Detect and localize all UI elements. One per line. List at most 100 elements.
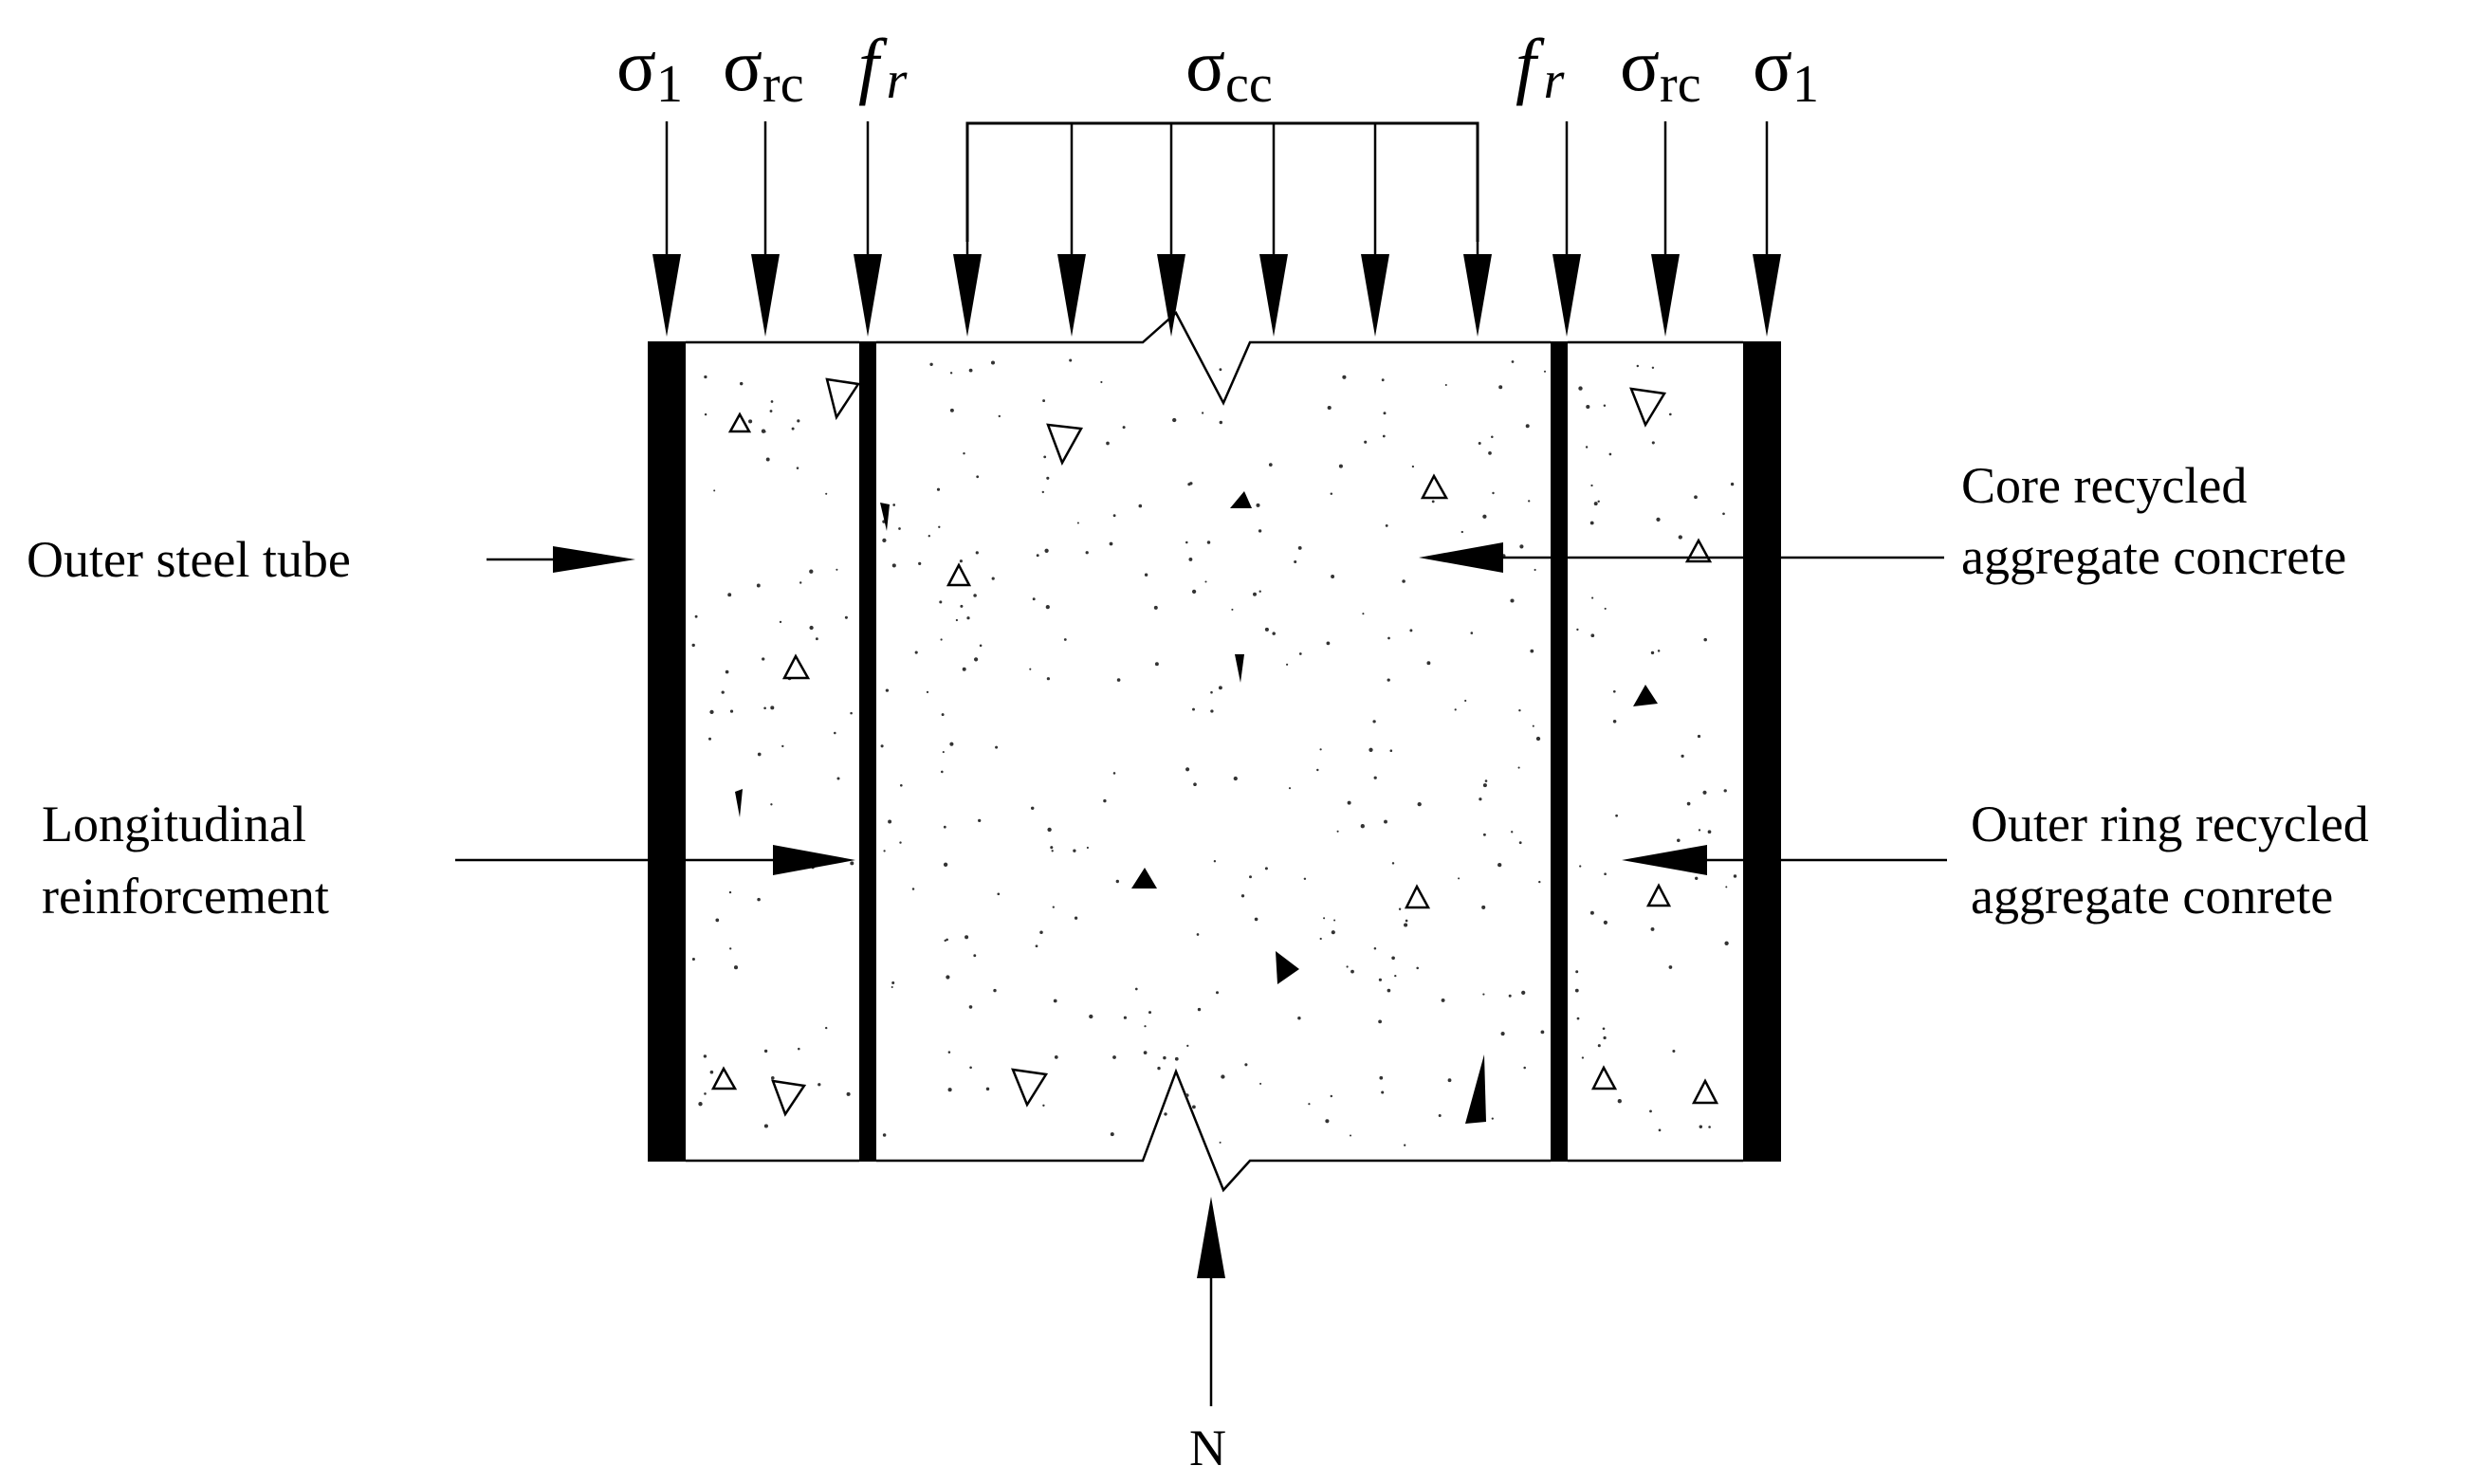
- speckle-dot: [1578, 386, 1583, 391]
- speckle-dot: [1216, 991, 1219, 995]
- speckle-dot: [1589, 521, 1594, 525]
- speckle-dot: [1649, 1109, 1652, 1113]
- speckle-dot: [1678, 535, 1682, 540]
- speckle-dot: [1699, 1125, 1703, 1129]
- speckle-dot: [1612, 720, 1617, 724]
- speckle-dot: [1482, 514, 1487, 519]
- aggregate-particle: [1629, 387, 1667, 428]
- speckle-dot: [1342, 375, 1347, 379]
- speckle-dot: [1264, 627, 1269, 632]
- speckle-dot: [1723, 789, 1727, 793]
- speckle-dot: [1405, 919, 1408, 923]
- speckle-dot: [969, 1066, 972, 1070]
- speckle-dot: [1615, 814, 1618, 817]
- callout-leaders: [455, 542, 1947, 875]
- speckle-dot: [947, 1088, 952, 1092]
- speckle-dot: [1535, 736, 1541, 742]
- speckle-dot: [1416, 966, 1419, 970]
- speckle-dot: [797, 419, 800, 423]
- speckle-dot: [1193, 782, 1197, 787]
- speckle-dot: [1347, 800, 1351, 805]
- speckle-dot: [1589, 910, 1594, 915]
- speckle-dot: [748, 419, 753, 424]
- aggregate-particle: [727, 412, 752, 433]
- speckle-dot: [993, 988, 997, 993]
- sigma-cc-label: σcc: [1185, 24, 1273, 114]
- speckle-dot: [1651, 366, 1655, 369]
- column-section: [648, 311, 1781, 1193]
- speckle-dot: [891, 980, 895, 985]
- speckle-dot: [1063, 638, 1067, 641]
- speckle-dot: [1192, 707, 1195, 711]
- speckle-dot: [791, 427, 795, 431]
- speckle-dot: [880, 744, 884, 748]
- speckle-dot: [1331, 930, 1335, 935]
- aggregate-particle: [771, 1079, 807, 1117]
- speckle-dot: [1089, 1014, 1093, 1019]
- speckle-dot: [1441, 998, 1445, 1002]
- aggregate-particle: [1404, 884, 1431, 909]
- speckle-dot: [976, 475, 980, 479]
- speckle-dot: [779, 620, 782, 624]
- speckle-dot: [1517, 766, 1520, 769]
- speckle-dot: [1402, 579, 1405, 583]
- longitudinal-reinforcement-label-line-2: reinforcement: [42, 868, 329, 925]
- speckle-dot: [959, 559, 963, 563]
- speckle-dot: [1603, 404, 1607, 408]
- speckle-dot: [1327, 405, 1332, 411]
- speckle-dot: [1602, 1027, 1606, 1031]
- speckle-dot: [941, 770, 944, 774]
- speckle-dot: [962, 667, 966, 671]
- speckle-dot: [817, 1083, 821, 1087]
- outer-ring-concrete-pointer-arrow: [1622, 845, 1707, 875]
- speckle-dot: [1586, 404, 1590, 410]
- speckle-dot: [770, 1075, 775, 1080]
- speckle-dot: [938, 525, 941, 528]
- speckle-dot: [844, 615, 848, 619]
- speckle-dot: [1460, 530, 1463, 534]
- speckle-dot: [1458, 877, 1460, 880]
- sigma-rc-left-label: σrc: [723, 24, 804, 114]
- stress-arrow-head: [1361, 254, 1389, 337]
- aggregate-particle: [781, 653, 811, 680]
- speckle-dot: [1656, 517, 1661, 522]
- speckle-dot: [1249, 875, 1252, 879]
- aggregate-particle: [735, 789, 743, 817]
- stress-arrow-head: [1259, 254, 1288, 337]
- speckle-dot: [899, 783, 903, 787]
- speckle-dot: [1585, 446, 1589, 449]
- speckle-dot: [1498, 385, 1503, 390]
- speckle-dot: [1530, 649, 1534, 653]
- speckle-dot: [943, 825, 946, 829]
- speckle-dot: [926, 690, 929, 694]
- speckle-dot: [1404, 1144, 1406, 1146]
- stress-arrow-head: [1753, 254, 1781, 337]
- speckle-dot: [1508, 994, 1512, 998]
- speckle-dot: [1144, 573, 1148, 577]
- speckle-dot: [1702, 790, 1707, 795]
- speckle-dot: [1576, 1017, 1580, 1020]
- speckle-dot: [1510, 598, 1515, 603]
- speckle-dot: [1308, 1103, 1311, 1106]
- speckle-dot: [1319, 748, 1322, 751]
- speckle-dot: [703, 1054, 707, 1058]
- speckle-dot: [1219, 1141, 1222, 1144]
- speckle-dot: [918, 561, 922, 566]
- speckle-dot: [1464, 699, 1467, 703]
- speckle-dot: [1677, 838, 1681, 843]
- axial-load: N: [1189, 1197, 1226, 1476]
- speckle-dot: [1500, 1032, 1505, 1036]
- speckle-dot: [943, 862, 948, 867]
- speckle-dot: [1730, 482, 1735, 486]
- speckle-dot: [1574, 988, 1579, 993]
- speckle-dot: [1523, 1066, 1526, 1070]
- speckle-dot: [1346, 965, 1349, 968]
- speckle-dot: [1478, 442, 1481, 445]
- speckle-dot: [1046, 677, 1051, 681]
- speckle-dot: [1497, 862, 1502, 868]
- aggregate-particle: [825, 377, 861, 421]
- speckle-dot: [929, 362, 933, 366]
- core-bottom-break-line: [876, 1068, 1551, 1193]
- speckle-dot: [1491, 435, 1494, 438]
- speckle-dot: [1297, 545, 1302, 550]
